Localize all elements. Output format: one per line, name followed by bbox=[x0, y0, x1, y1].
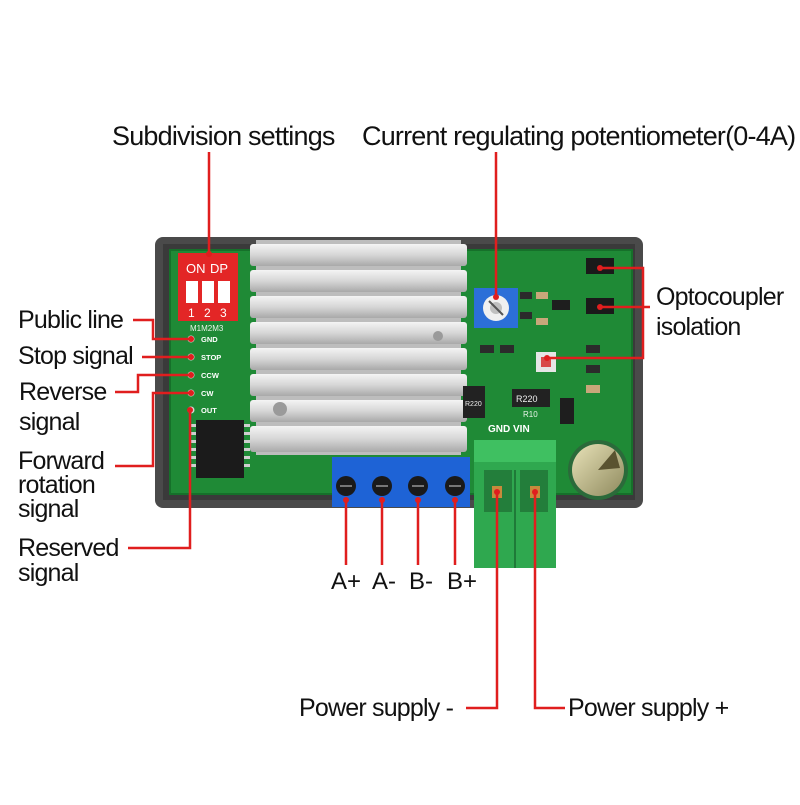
pin-ccw-label: CCW bbox=[201, 371, 220, 380]
dip-num-2: 2 bbox=[204, 306, 211, 320]
label-stop-signal: Stop signal bbox=[18, 342, 134, 370]
label-reserved-line1: Reserved bbox=[18, 534, 119, 562]
heatsink-fin bbox=[250, 426, 467, 452]
heatsink-fin bbox=[250, 348, 467, 370]
r220-a-text: R220 bbox=[465, 401, 482, 408]
label-forward-line1: Forward bbox=[18, 447, 105, 475]
label-terminal-b-minus: B- bbox=[409, 568, 433, 595]
dip-dp-text: DP bbox=[210, 261, 228, 276]
resistor-r220-a bbox=[463, 386, 485, 418]
power-terminal-block bbox=[474, 440, 556, 568]
pin-gnd-label: GND bbox=[201, 335, 218, 344]
pin-cw-label: CW bbox=[201, 389, 214, 398]
pin-stop-label: STOP bbox=[201, 353, 221, 362]
label-power-supply-minus: Power supply - bbox=[299, 694, 454, 722]
dip-num-3: 3 bbox=[220, 306, 227, 320]
label-public-line: Public line bbox=[18, 306, 124, 334]
label-forward-line2: rotation bbox=[18, 471, 96, 499]
r220-b-text: R220 bbox=[516, 394, 538, 404]
r10-silkscreen: R10 bbox=[523, 410, 538, 419]
leader-optocoupler-a bbox=[600, 266, 645, 300]
label-terminal-a-minus: A- bbox=[372, 568, 396, 595]
dip-on-text: ON bbox=[186, 261, 206, 276]
dip-toggle-3[interactable] bbox=[218, 281, 230, 303]
heatsink-fin bbox=[250, 322, 467, 344]
label-terminal-b-plus: B+ bbox=[447, 568, 478, 595]
label-optocoupler-line2: isolation bbox=[656, 313, 741, 341]
driver-ic bbox=[190, 420, 250, 478]
heatsink-fin bbox=[250, 270, 467, 292]
resistor-r220-b bbox=[512, 389, 550, 407]
power-resistors: R220 R220 R10 bbox=[463, 386, 550, 419]
motor-terminal-block bbox=[332, 457, 470, 507]
label-terminal-a-plus: A+ bbox=[331, 568, 362, 595]
heatsink-fin bbox=[250, 296, 467, 318]
dip-num-1: 1 bbox=[188, 306, 195, 320]
heatsink-fin bbox=[250, 400, 467, 422]
dip-mode-silkscreen: M1M2M3 bbox=[190, 324, 224, 333]
heatsink bbox=[250, 240, 467, 455]
heatsink-fin bbox=[250, 374, 467, 396]
potentiometer[interactable] bbox=[474, 288, 518, 328]
label-subdivision-settings: Subdivision settings bbox=[112, 121, 335, 151]
leader-lines bbox=[115, 152, 650, 710]
label-reserved-line2: signal bbox=[18, 559, 79, 587]
smd-components bbox=[480, 292, 600, 424]
label-potentiometer: Current regulating potentiometer(0-4A) bbox=[362, 121, 796, 151]
pin-out-label: OUT bbox=[201, 406, 217, 415]
leader-public-line bbox=[133, 318, 191, 341]
driver-ic-body bbox=[196, 420, 244, 478]
leader-forward bbox=[115, 391, 191, 468]
label-power-supply-plus: Power supply + bbox=[568, 694, 729, 722]
leader-power-minus bbox=[466, 492, 499, 710]
leader-optocoupler-c bbox=[547, 300, 645, 360]
leader-reserved bbox=[128, 410, 192, 550]
dip-toggle-2[interactable] bbox=[202, 281, 214, 303]
heatsink-screw bbox=[433, 331, 443, 341]
dip-toggle-1[interactable] bbox=[186, 281, 198, 303]
heatsink-screw bbox=[273, 402, 287, 416]
leader-reverse bbox=[115, 373, 191, 394]
heatsink-fin bbox=[250, 244, 467, 266]
label-reverse-line1: Reverse bbox=[19, 378, 107, 406]
label-forward-line3: signal bbox=[18, 495, 79, 523]
label-reverse-line2: signal bbox=[19, 408, 80, 436]
leader-power-plus bbox=[533, 492, 565, 710]
label-optocoupler-line1: Optocoupler bbox=[656, 283, 784, 311]
dip-switch: ON DP 1 2 3 bbox=[178, 253, 238, 321]
electrolytic-capacitor bbox=[568, 440, 628, 500]
gnd-vin-silkscreen: GND VIN bbox=[488, 424, 530, 435]
